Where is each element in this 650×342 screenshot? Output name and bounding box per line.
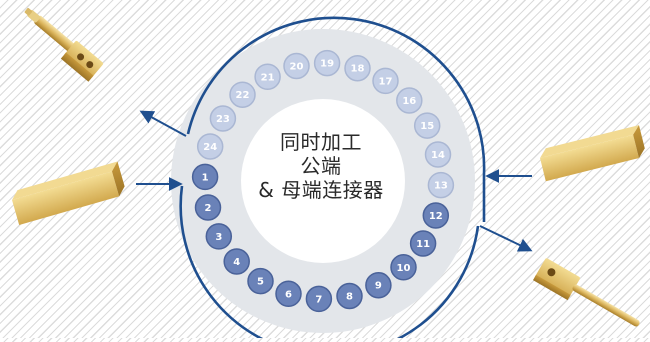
brass-rod-blank-icon-left [12,161,125,225]
station-15: 15 [413,112,441,139]
station-label: 4 [233,257,240,268]
station-label: 12 [429,211,443,222]
station-9: 9 [365,271,392,299]
station-circle [336,282,363,310]
station-circle [194,194,222,221]
station-label: 2 [205,203,212,214]
station-circle [365,271,392,299]
station-4: 4 [223,248,250,275]
station-label: 6 [285,289,292,300]
station-label: 15 [420,121,434,132]
female-socket-pin-icon [24,7,104,82]
station-circle [247,267,274,295]
station-14: 14 [424,141,452,168]
station-label: 9 [375,281,382,292]
arrow-out-bottom-right [479,225,533,252]
station-11: 11 [409,230,437,257]
station-16: 16 [396,87,423,114]
station-label: 8 [346,292,353,303]
station-circle [283,52,310,80]
arrow-out-top-left [139,110,187,137]
station-5: 5 [247,267,274,295]
station-18: 18 [344,54,371,82]
station-label: 24 [203,142,217,153]
station-17: 17 [372,67,399,95]
station-label: 7 [315,294,322,305]
station-label: 23 [216,114,230,125]
station-label: 1 [202,172,209,183]
station-circle [427,171,455,199]
station-label: 20 [290,62,304,73]
station-3: 3 [205,223,233,250]
station-circle [390,254,417,281]
station-13: 13 [427,171,455,199]
station-circle [424,141,452,168]
station-7: 7 [305,285,333,313]
station-2: 2 [194,194,222,221]
station-10: 10 [390,254,417,281]
station-circle [254,63,281,91]
station-circle [205,223,233,250]
process-track-bottom [179,185,480,342]
station-circle [313,49,341,77]
station-circle [229,81,256,108]
center-label-line1: 同时加工 [280,130,362,154]
station-label: 5 [257,277,264,288]
station-20: 20 [283,52,310,80]
station-circle [344,54,371,82]
male-pin-connector-icon [533,258,640,327]
station-label: 14 [431,150,445,161]
station-label: 22 [236,90,250,101]
center-label-line2: 公端 [300,154,342,178]
station-circle [396,87,423,114]
station-23: 23 [209,105,237,132]
station-circle [191,163,219,191]
station-circle [372,67,399,95]
station-label: 3 [215,232,222,243]
station-21: 21 [254,63,281,91]
station-label: 21 [261,72,275,83]
station-label: 17 [379,76,393,87]
station-circle [223,248,250,275]
center-disc [241,99,405,263]
center-label: 同时加工 公端 & 母端连接器 [241,130,401,202]
station-label: 19 [320,59,334,70]
station-circle [305,285,333,313]
brass-rod-blank-icon-right [540,125,645,182]
station-circle [209,105,237,132]
station-circle [275,280,302,308]
process-track [186,16,486,222]
station-circle [409,230,437,257]
station-label: 16 [402,96,416,107]
station-1: 1 [191,163,219,191]
station-6: 6 [275,280,302,308]
station-label: 18 [351,64,365,75]
station-19: 19 [313,49,341,77]
station-label: 13 [434,181,448,192]
station-label: 10 [397,263,411,274]
station-label: 11 [416,239,430,250]
center-label-line3: & 母端连接器 [258,178,384,202]
station-circle [196,133,224,160]
station-circle [422,202,450,229]
station-circle [413,112,441,139]
station-22: 22 [229,81,256,108]
station-8: 8 [336,282,363,310]
station-12: 12 [422,202,450,229]
station-24: 24 [196,133,224,160]
